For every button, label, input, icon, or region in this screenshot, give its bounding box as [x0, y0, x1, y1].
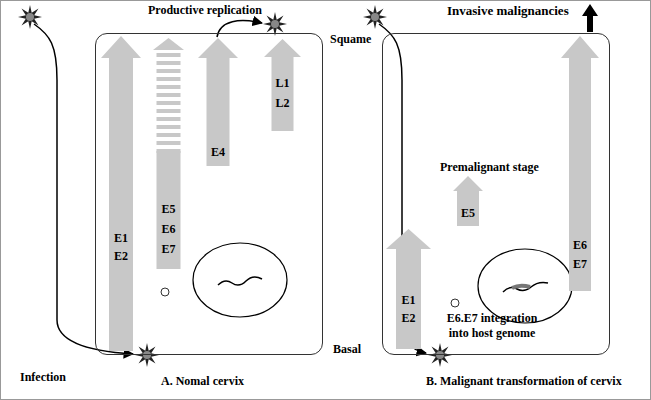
virus-core [436, 351, 444, 359]
gene-expression-arrow: E4 [198, 38, 238, 166]
virus-core [271, 20, 279, 28]
annotation-label: Squame [330, 32, 371, 47]
cell-panel: B. Malignant transformation of cervixE1 … [382, 33, 610, 355]
virus-particle [135, 343, 159, 367]
dashed-segment [157, 53, 181, 57]
block-arrow [561, 36, 599, 291]
annotation-label: Premalignant stage [440, 160, 539, 175]
virus-particle [363, 5, 387, 29]
gene-label: E4 [207, 143, 230, 161]
annotation-label: Invasive malignancies [447, 3, 569, 19]
gene-label: E6 E7 [569, 236, 591, 274]
dashed-segment [157, 109, 181, 113]
annotation-label: E6.E7 integration into host genome [437, 311, 547, 341]
arrow-shaft [157, 151, 181, 269]
virus-spikes [363, 5, 387, 29]
virus-spikes [18, 5, 42, 29]
episome-circle [161, 288, 169, 296]
gene-label: L1 L2 [272, 73, 294, 113]
annotation-label: Infection [20, 370, 66, 385]
gene-label: E5 E6 E7 [157, 199, 181, 259]
arrow-head [153, 38, 184, 50]
invasion-arrow [582, 4, 598, 32]
dashed-segment [157, 61, 181, 65]
block-arrow [264, 39, 301, 131]
cell-panel: A. Nomal cervixE1 E2E5 E6 E7E4L1 L2 [95, 33, 323, 355]
block-arrow [453, 176, 483, 226]
dashed-segment [157, 133, 181, 137]
gene-expression-arrow: L1 L2 [264, 39, 301, 131]
gene-expression-arrow: E5 [453, 176, 483, 226]
nucleus [193, 243, 287, 317]
dashed-segment [157, 141, 181, 145]
block-arrow [101, 36, 141, 351]
dashed-segment [157, 101, 181, 105]
panel-caption: B. Malignant transformation of cervix [426, 374, 622, 389]
dashed-segment [157, 93, 181, 97]
virus-core [143, 351, 151, 359]
arrow-shape [561, 36, 599, 291]
gene-expression-arrow: E6 E7 [561, 36, 599, 291]
dashed-segment [157, 125, 181, 129]
virus-core [26, 13, 34, 21]
dashed-segment [157, 117, 181, 121]
dashed-segment [157, 85, 181, 89]
block-arrow [386, 229, 431, 349]
block-arrow [198, 38, 238, 166]
gene-label: E5 [457, 205, 479, 221]
arrow-shape [386, 229, 431, 349]
virus-core [371, 13, 379, 21]
virus-spikes [135, 343, 159, 367]
virus-particle [428, 343, 452, 367]
annotation-label: Basal [333, 342, 361, 357]
integrated-dna [512, 286, 530, 288]
gene-expression-arrow: E5 E6 E7 [153, 38, 184, 269]
annotation-label: Productive replication [148, 3, 262, 18]
viral-episome [218, 277, 262, 285]
virus-particle [18, 5, 42, 29]
episome-circle [451, 299, 459, 307]
host-genome [503, 283, 548, 293]
arrow-shape [101, 36, 141, 351]
virus-spikes [428, 343, 452, 367]
gene-label: E1 E2 [396, 291, 421, 327]
gene-expression-arrow: E1 E2 [101, 36, 141, 351]
gene-label: E1 E2 [109, 229, 133, 265]
dashed-segment [157, 69, 181, 73]
gene-expression-arrow: E1 E2 [386, 229, 431, 349]
panel-caption: A. Nomal cervix [161, 374, 244, 389]
release-path [217, 21, 262, 37]
dashed-segment [157, 77, 181, 81]
